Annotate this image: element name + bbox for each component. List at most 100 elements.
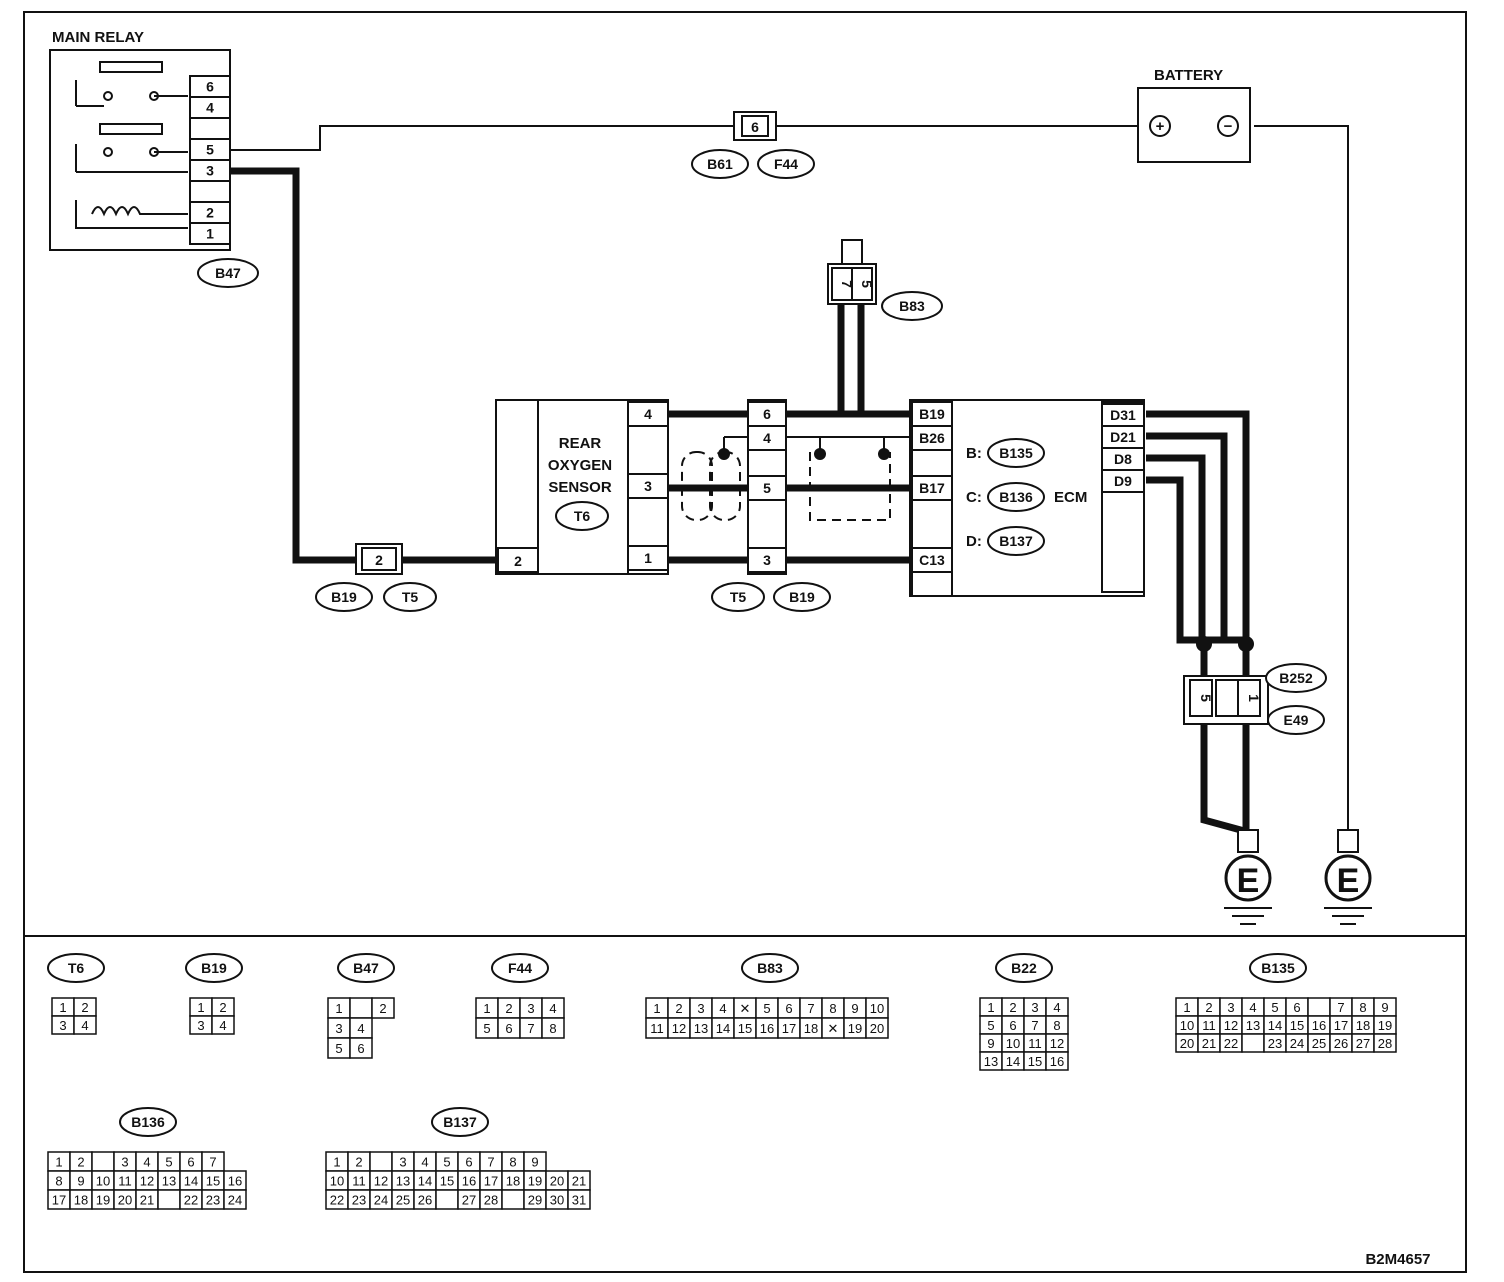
wire-e49-to-ground xyxy=(1200,640,1249,836)
ecm-right-pin: D21 xyxy=(1101,425,1145,449)
svg-text:3: 3 xyxy=(399,1155,406,1170)
svg-text:1: 1 xyxy=(483,1001,490,1016)
legend-pin: 20 xyxy=(545,1170,569,1191)
legend-pin: 4 xyxy=(413,1151,437,1172)
relay-pin: 5 xyxy=(189,138,231,161)
legend-pin: 15 xyxy=(1285,1015,1309,1035)
svg-text:28: 28 xyxy=(484,1193,498,1208)
svg-text:D8: D8 xyxy=(1114,451,1132,467)
svg-text:26: 26 xyxy=(418,1193,432,1208)
svg-text:4: 4 xyxy=(763,430,771,446)
legend-pin: 14 xyxy=(413,1170,437,1191)
legend-pin: 6 xyxy=(777,997,801,1019)
svg-text:6: 6 xyxy=(785,1001,792,1016)
svg-text:10: 10 xyxy=(330,1174,344,1189)
legend-pin: 17 xyxy=(479,1170,503,1191)
legend-pin: 2 xyxy=(347,1151,371,1172)
legend-pin: 2 xyxy=(667,997,691,1019)
legend-pin: 16 xyxy=(223,1170,247,1191)
legend-pin: 8 xyxy=(541,1017,565,1039)
svg-text:6: 6 xyxy=(1293,1000,1300,1015)
svg-text:8: 8 xyxy=(829,1001,836,1016)
legend-title: B135 xyxy=(1261,960,1295,976)
svg-text:7: 7 xyxy=(209,1155,216,1170)
svg-text:22: 22 xyxy=(330,1193,344,1208)
svg-text:17: 17 xyxy=(484,1174,498,1189)
wire-ecm-d9 xyxy=(1146,476,1246,644)
legend-pin: 9 xyxy=(69,1170,93,1191)
legend-pin: 28 xyxy=(479,1189,503,1210)
legend-pin: 27 xyxy=(1351,1033,1375,1053)
svg-text:4: 4 xyxy=(1249,1000,1256,1015)
legend-pin: 1 xyxy=(189,997,213,1017)
svg-text:8: 8 xyxy=(1359,1000,1366,1015)
svg-text:24: 24 xyxy=(374,1193,388,1208)
svg-text:3: 3 xyxy=(527,1001,534,1016)
legend-pin: 3 xyxy=(327,1017,351,1039)
legend-title: B137 xyxy=(443,1114,477,1130)
svg-text:22: 22 xyxy=(184,1193,198,1208)
legend-pin: 9 xyxy=(979,1033,1003,1053)
main-relay-label: MAIN RELAY xyxy=(52,29,144,46)
legend-pin: 12 xyxy=(369,1170,393,1191)
splice-dot xyxy=(1196,636,1212,652)
sensor-pin xyxy=(627,425,669,475)
legend-pin: 21 xyxy=(567,1170,591,1191)
sensor-pin: 4 xyxy=(627,401,669,427)
legend-pin: 11 xyxy=(645,1017,669,1039)
legend-pin: 12 xyxy=(1045,1033,1069,1053)
svg-text:T5: T5 xyxy=(402,589,419,605)
svg-text:9: 9 xyxy=(851,1001,858,1016)
legend-pin: 1 xyxy=(475,997,499,1019)
b83-connector-tab xyxy=(841,239,863,265)
legend-pin: ✕ xyxy=(821,1017,845,1039)
legend-pin: 7 xyxy=(519,1017,543,1039)
svg-text:24: 24 xyxy=(1290,1036,1304,1051)
legend-pin: 11 xyxy=(1023,1033,1047,1053)
svg-text:23: 23 xyxy=(352,1193,366,1208)
svg-text:20: 20 xyxy=(870,1021,884,1036)
svg-text:6: 6 xyxy=(206,79,214,95)
svg-text:B137: B137 xyxy=(999,533,1033,549)
svg-text:5: 5 xyxy=(987,1018,994,1033)
legend-pin: 28 xyxy=(1373,1033,1397,1053)
svg-text:3: 3 xyxy=(59,1018,66,1033)
svg-text:20: 20 xyxy=(1180,1036,1194,1051)
svg-text:1: 1 xyxy=(206,226,214,242)
svg-text:12: 12 xyxy=(140,1174,154,1189)
svg-text:1: 1 xyxy=(197,1000,204,1015)
battery-plus-terminal xyxy=(1149,115,1171,137)
svg-text:B135: B135 xyxy=(999,445,1033,461)
legend-pin: 14 xyxy=(1001,1051,1025,1071)
oval-t6: T6 xyxy=(555,501,609,531)
svg-text:9: 9 xyxy=(987,1036,994,1051)
svg-text:2: 2 xyxy=(379,1001,386,1016)
legend-pin: 26 xyxy=(413,1189,437,1210)
svg-text:26: 26 xyxy=(1334,1036,1348,1051)
mid-pin xyxy=(747,449,787,477)
svg-text:5: 5 xyxy=(483,1021,490,1036)
svg-text:C13: C13 xyxy=(919,552,945,568)
legend-pin: 1 xyxy=(51,997,75,1017)
svg-text:1: 1 xyxy=(59,1000,66,1015)
svg-text:11: 11 xyxy=(1202,1018,1216,1033)
svg-text:5: 5 xyxy=(206,142,214,158)
wire-ecm-d31 xyxy=(1146,410,1250,640)
legend-pin: 31 xyxy=(567,1189,591,1210)
diagram-code: B2M4657 xyxy=(1365,1251,1430,1268)
legend-pin: 3 xyxy=(51,1015,75,1035)
legend-pin: 22 xyxy=(325,1189,349,1210)
oval-b61: B61 xyxy=(691,149,749,179)
svg-text:11: 11 xyxy=(118,1174,132,1189)
svg-text:9: 9 xyxy=(1381,1000,1388,1015)
ecm-left-pin: B19 xyxy=(911,401,953,427)
legend-pin xyxy=(1241,1033,1265,1053)
svg-text:21: 21 xyxy=(1202,1036,1216,1051)
legend-pin: 17 xyxy=(1329,1015,1353,1035)
svg-text:4: 4 xyxy=(81,1018,88,1033)
battery-plus-symbol: + xyxy=(1156,118,1165,135)
legend-pin: 10 xyxy=(1175,1015,1199,1035)
